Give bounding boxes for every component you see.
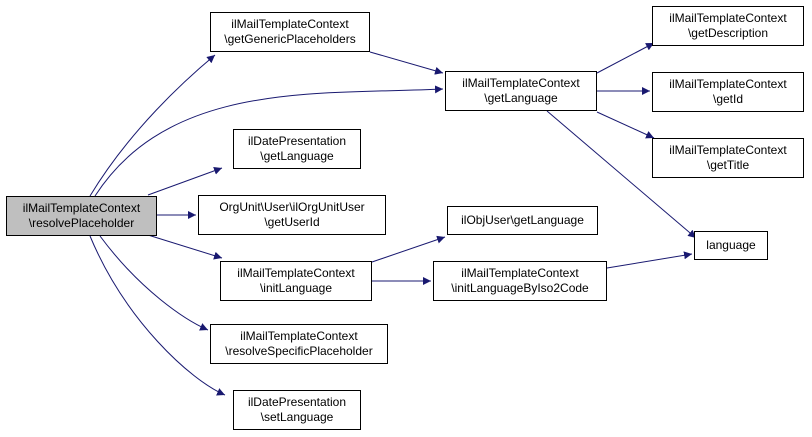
node-label-line2: \resolvePlaceholder (28, 216, 135, 230)
edge-getlang-language (546, 110, 697, 239)
node-resolve-placeholder[interactable]: ilMailTemplateContext \resolvePlaceholde… (6, 196, 157, 236)
node-get-language[interactable]: ilMailTemplateContext \getLanguage (445, 71, 597, 111)
node-label-line2: \getDescription (687, 26, 769, 40)
node-get-title[interactable]: ilMailTemplateContext \getTitle (652, 138, 804, 178)
node-label-line1: ilMailTemplateContext (231, 17, 349, 31)
node-label-line1: ilMailTemplateContext (669, 143, 787, 157)
node-label-line2: \getGenericPlaceholders (224, 32, 356, 46)
edge-iso2-language (606, 251, 693, 269)
node-orgunit-get-user-id[interactable]: OrgUnit\User\ilOrgUnitUser \getUserId (198, 195, 386, 235)
node-objuser-get-language[interactable]: ilObjUser\getLanguage (447, 206, 598, 235)
node-get-generic-placeholders[interactable]: ilMailTemplateContext \getGenericPlaceho… (210, 12, 370, 52)
node-label-line2: \resolveSpecificPlaceholder (225, 344, 373, 358)
edge-root-getlang (94, 85, 444, 197)
node-label-line2: \setLanguage (260, 410, 334, 424)
edge-getlang-title (596, 111, 655, 139)
node-label-line2: \getTitle (706, 158, 750, 172)
node-date-presentation-get-language[interactable]: ilDatePresentation \getLanguage (233, 129, 361, 169)
node-label-line1: ilDatePresentation (247, 395, 347, 409)
node-resolve-specific-placeholder[interactable]: ilMailTemplateContext \resolveSpecificPl… (210, 324, 388, 364)
node-label: language (706, 238, 756, 252)
edge-initlang-objuser (371, 235, 446, 263)
node-label-line2: \getLanguage (260, 149, 334, 163)
node-label-line2: \initLanguage (259, 281, 333, 295)
node-init-language-by-iso2-code[interactable]: ilMailTemplateContext \initLanguageByIso… (433, 261, 607, 301)
node-label-line1: ilMailTemplateContext (22, 201, 141, 215)
node-init-language[interactable]: ilMailTemplateContext \initLanguage (220, 261, 372, 301)
node-date-presentation-set-language[interactable]: ilDatePresentation \setLanguage (233, 390, 361, 430)
edge-getlang-desc (596, 42, 655, 74)
edge-generic-getlang (369, 51, 444, 75)
node-get-description[interactable]: ilMailTemplateContext \getDescription (652, 6, 804, 46)
node-language[interactable]: language (694, 231, 768, 260)
node-label-line1: ilMailTemplateContext (461, 266, 579, 280)
node-label-line2: \initLanguageByIso2Code (451, 281, 589, 295)
node-label-line1: ilDatePresentation (247, 134, 347, 148)
node-label-line1: ilMailTemplateContext (462, 76, 580, 90)
edge-root-initlang (147, 234, 223, 260)
node-label-line1: OrgUnit\User\ilOrgUnitUser (219, 200, 365, 214)
node-label-line1: ilMailTemplateContext (237, 266, 355, 280)
edge-root-dpset (89, 235, 226, 396)
edge-root-dpget (147, 166, 223, 196)
node-label-line2: \getLanguage (484, 91, 558, 105)
edge-root-generic (89, 54, 216, 197)
node-label-line1: ilMailTemplateContext (669, 11, 787, 25)
node-label-line2: \getId (712, 92, 744, 106)
node-label: ilObjUser\getLanguage (461, 213, 584, 227)
node-label-line1: ilMailTemplateContext (669, 77, 787, 91)
node-label-line1: ilMailTemplateContext (240, 329, 358, 343)
node-get-id[interactable]: ilMailTemplateContext \getId (652, 72, 804, 112)
node-label-line2: \getUserId (264, 215, 320, 229)
edge-root-specific (99, 235, 209, 331)
